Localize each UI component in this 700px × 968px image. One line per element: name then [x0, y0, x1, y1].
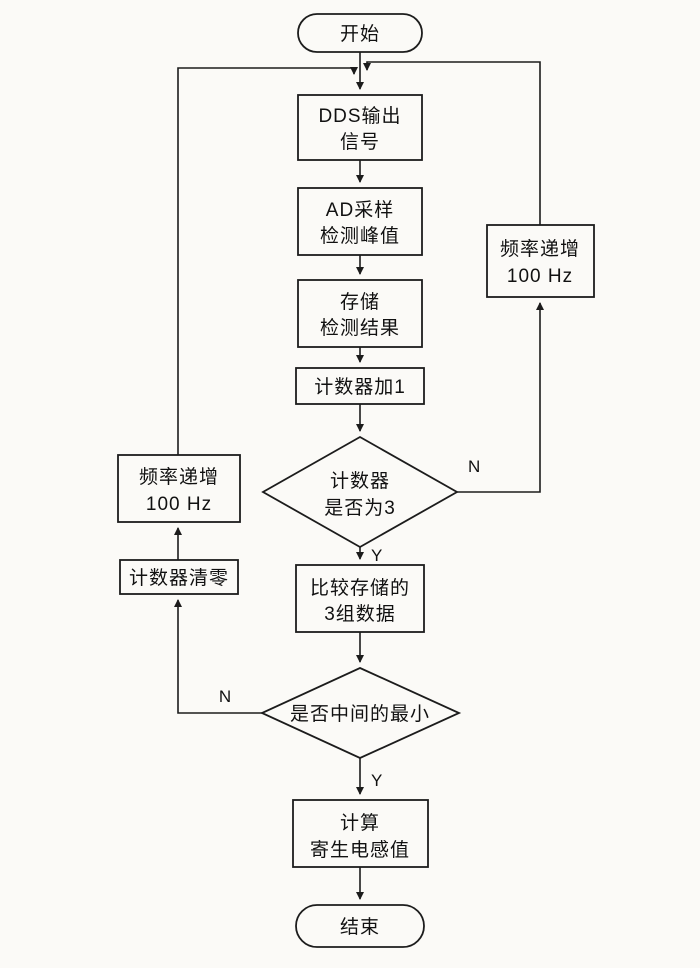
dds-box: [297, 94, 423, 161]
node-end: 结束: [295, 904, 425, 948]
node-freq-increment-left: 频率递增 100 Hz: [117, 454, 241, 523]
node-decision-counter: 计数器 是否为3: [261, 435, 459, 549]
edge-decision2-no: [174, 599, 262, 714]
label-decision2-yes: Y: [371, 771, 382, 790]
freq-left-line1: 频率递增: [139, 466, 219, 488]
decision-counter-diamond: [261, 435, 459, 549]
end-terminal-shape: [295, 904, 425, 948]
compare-line1: 比较存储的: [310, 577, 410, 599]
node-start: 开始: [297, 13, 423, 53]
label-decision1-no: N: [468, 457, 480, 476]
freq-left-box: [117, 454, 241, 523]
compare-box: [295, 564, 425, 633]
label-decision2-no: N: [219, 687, 231, 706]
counter-clear-box: [119, 559, 239, 595]
node-calc-inductance: 计算 寄生电感值: [292, 799, 429, 868]
ad-box: [297, 187, 423, 256]
compare-line2: 3组数据: [324, 603, 396, 625]
start-label: 开始: [340, 23, 380, 45]
node-freq-increment-right: 频率递增 100 Hz: [486, 224, 595, 298]
counter-inc-label: 计数器加1: [314, 376, 406, 398]
node-ad-sampling: AD采样 检测峰值: [297, 187, 423, 256]
decision-middle-label: 是否中间的最小: [290, 703, 430, 725]
node-decision-middle: 是否中间的最小: [259, 667, 462, 759]
counter-clear-label: 计数器清零: [129, 567, 229, 589]
end-label: 结束: [340, 916, 380, 938]
freq-right-line1: 频率递增: [500, 238, 580, 260]
dds-line2: 信号: [340, 131, 380, 153]
ad-line2: 检测峰值: [320, 225, 400, 247]
dds-line1: DDS输出: [318, 105, 401, 127]
ad-line1: AD采样: [326, 199, 394, 221]
edge-left-loop-reentry: [177, 67, 358, 455]
freq-right-line2: 100 Hz: [507, 266, 573, 287]
calc-line1: 计算: [340, 812, 380, 834]
decision-middle-diamond: [259, 667, 462, 759]
counter-inc-box: [295, 367, 425, 405]
decision-counter-line2: 是否为3: [324, 497, 396, 519]
start-terminal-shape: [297, 13, 423, 53]
store-line1: 存储: [340, 291, 380, 313]
store-box: [297, 279, 423, 348]
node-dds-output: DDS输出 信号: [297, 94, 423, 161]
calc-line2: 寄生电感值: [310, 839, 410, 861]
node-counter-clear: 计数器清零: [119, 559, 239, 595]
freq-right-box: [486, 224, 595, 298]
node-store-results: 存储 检测结果: [297, 279, 423, 348]
freq-left-line2: 100 Hz: [146, 494, 212, 515]
label-decision1-yes: Y: [371, 546, 382, 565]
edge-right-loop-reentry: [363, 61, 541, 225]
node-counter-increment: 计数器加1: [295, 367, 425, 405]
edge-decision1-no: [457, 302, 544, 493]
calc-box: [292, 799, 429, 868]
node-compare-data: 比较存储的 3组数据: [295, 564, 425, 633]
decision-counter-line1: 计数器: [330, 470, 390, 492]
store-line2: 检测结果: [320, 317, 400, 339]
